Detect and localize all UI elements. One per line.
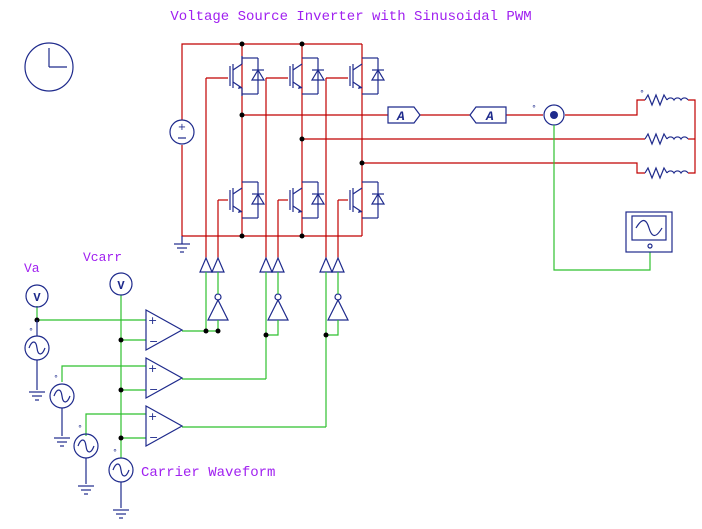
svg-text:°: ° [532,104,536,113]
ground-icon [78,485,94,495]
svg-text:°: ° [54,374,58,383]
carrier-source[interactable]: ° [108,448,134,508]
junction-dot [239,41,245,47]
ground-icon [174,236,190,253]
comparator-b[interactable]: + − [145,356,184,400]
gate-driver-b[interactable] [259,256,285,273]
junction-dot [299,233,305,239]
control-wires [36,272,339,458]
svg-text:+: + [148,314,157,327]
voltmeter-vcarr[interactable]: V [109,272,133,296]
vcarr-label: Vcarr [83,250,122,265]
switch-leg-c-bottom[interactable] [349,181,386,219]
not-gate-a[interactable] [207,293,229,321]
ammeter-output-left[interactable]: A [387,106,421,124]
switch-leg-b-bottom[interactable] [289,181,326,219]
svg-text:°: ° [78,424,82,433]
clock-icon[interactable] [24,42,74,92]
ground-icon [54,437,70,447]
switch-leg-a-top[interactable] [229,56,266,96]
junction-dot [215,328,221,334]
junction-dot [299,41,305,47]
sine-source-b[interactable]: ° [49,374,75,436]
sine-source-c[interactable]: ° [73,424,99,484]
svg-text:+: + [148,410,157,423]
junction-dot [203,328,209,334]
junction-dot [263,332,269,338]
power-circuit [181,43,696,258]
svg-text:+: + [178,122,186,133]
switch-leg-b-top[interactable] [289,57,326,95]
svg-text:°: ° [113,448,117,457]
svg-text:−: − [149,431,158,444]
junction-dot [299,136,305,142]
carrier-waveform-label: Carrier Waveform [141,465,275,481]
gate-driver-a[interactable] [199,256,225,273]
not-gate-c[interactable] [327,293,349,321]
junction-dot [239,112,245,118]
scope-icon[interactable] [625,211,673,253]
ammeter-output-right[interactable]: A [469,106,507,124]
junction-dot [118,337,124,343]
load-phase-a[interactable]: ° [640,89,689,107]
ground-icon [113,509,129,519]
svg-text:°: ° [640,89,644,98]
switch-leg-c-top[interactable] [349,57,386,95]
switch-leg-a-bottom[interactable] [229,181,266,219]
not-gate-b[interactable] [267,293,289,321]
svg-text:−: − [149,383,158,396]
svg-text:V: V [33,291,41,305]
ground-icon [29,391,45,401]
load-phase-c[interactable] [644,166,689,180]
junction-dot [323,332,329,338]
svg-text:A: A [485,109,494,124]
gate-driver-c[interactable] [319,256,345,273]
sine-source-a[interactable]: ° [24,320,50,390]
svg-text:A: A [396,109,405,124]
voltmeter-va[interactable]: V [25,284,49,308]
svg-text:−: − [149,335,158,348]
junction-dot [118,387,124,393]
comparator-a[interactable]: + − [145,308,184,352]
diagram-title: Voltage Source Inverter with Sinusoidal … [170,9,531,25]
svg-text:V: V [117,279,125,293]
dc-voltage-source[interactable]: + [169,119,195,145]
svg-text:°: ° [29,327,33,336]
junction-dot [359,160,365,166]
load-phase-b[interactable] [644,132,689,146]
comparator-c[interactable]: + − [145,404,184,448]
va-label: Va [24,261,40,276]
svg-text:+: + [148,362,157,375]
junction-dot [118,435,124,441]
junction-dot [239,233,245,239]
